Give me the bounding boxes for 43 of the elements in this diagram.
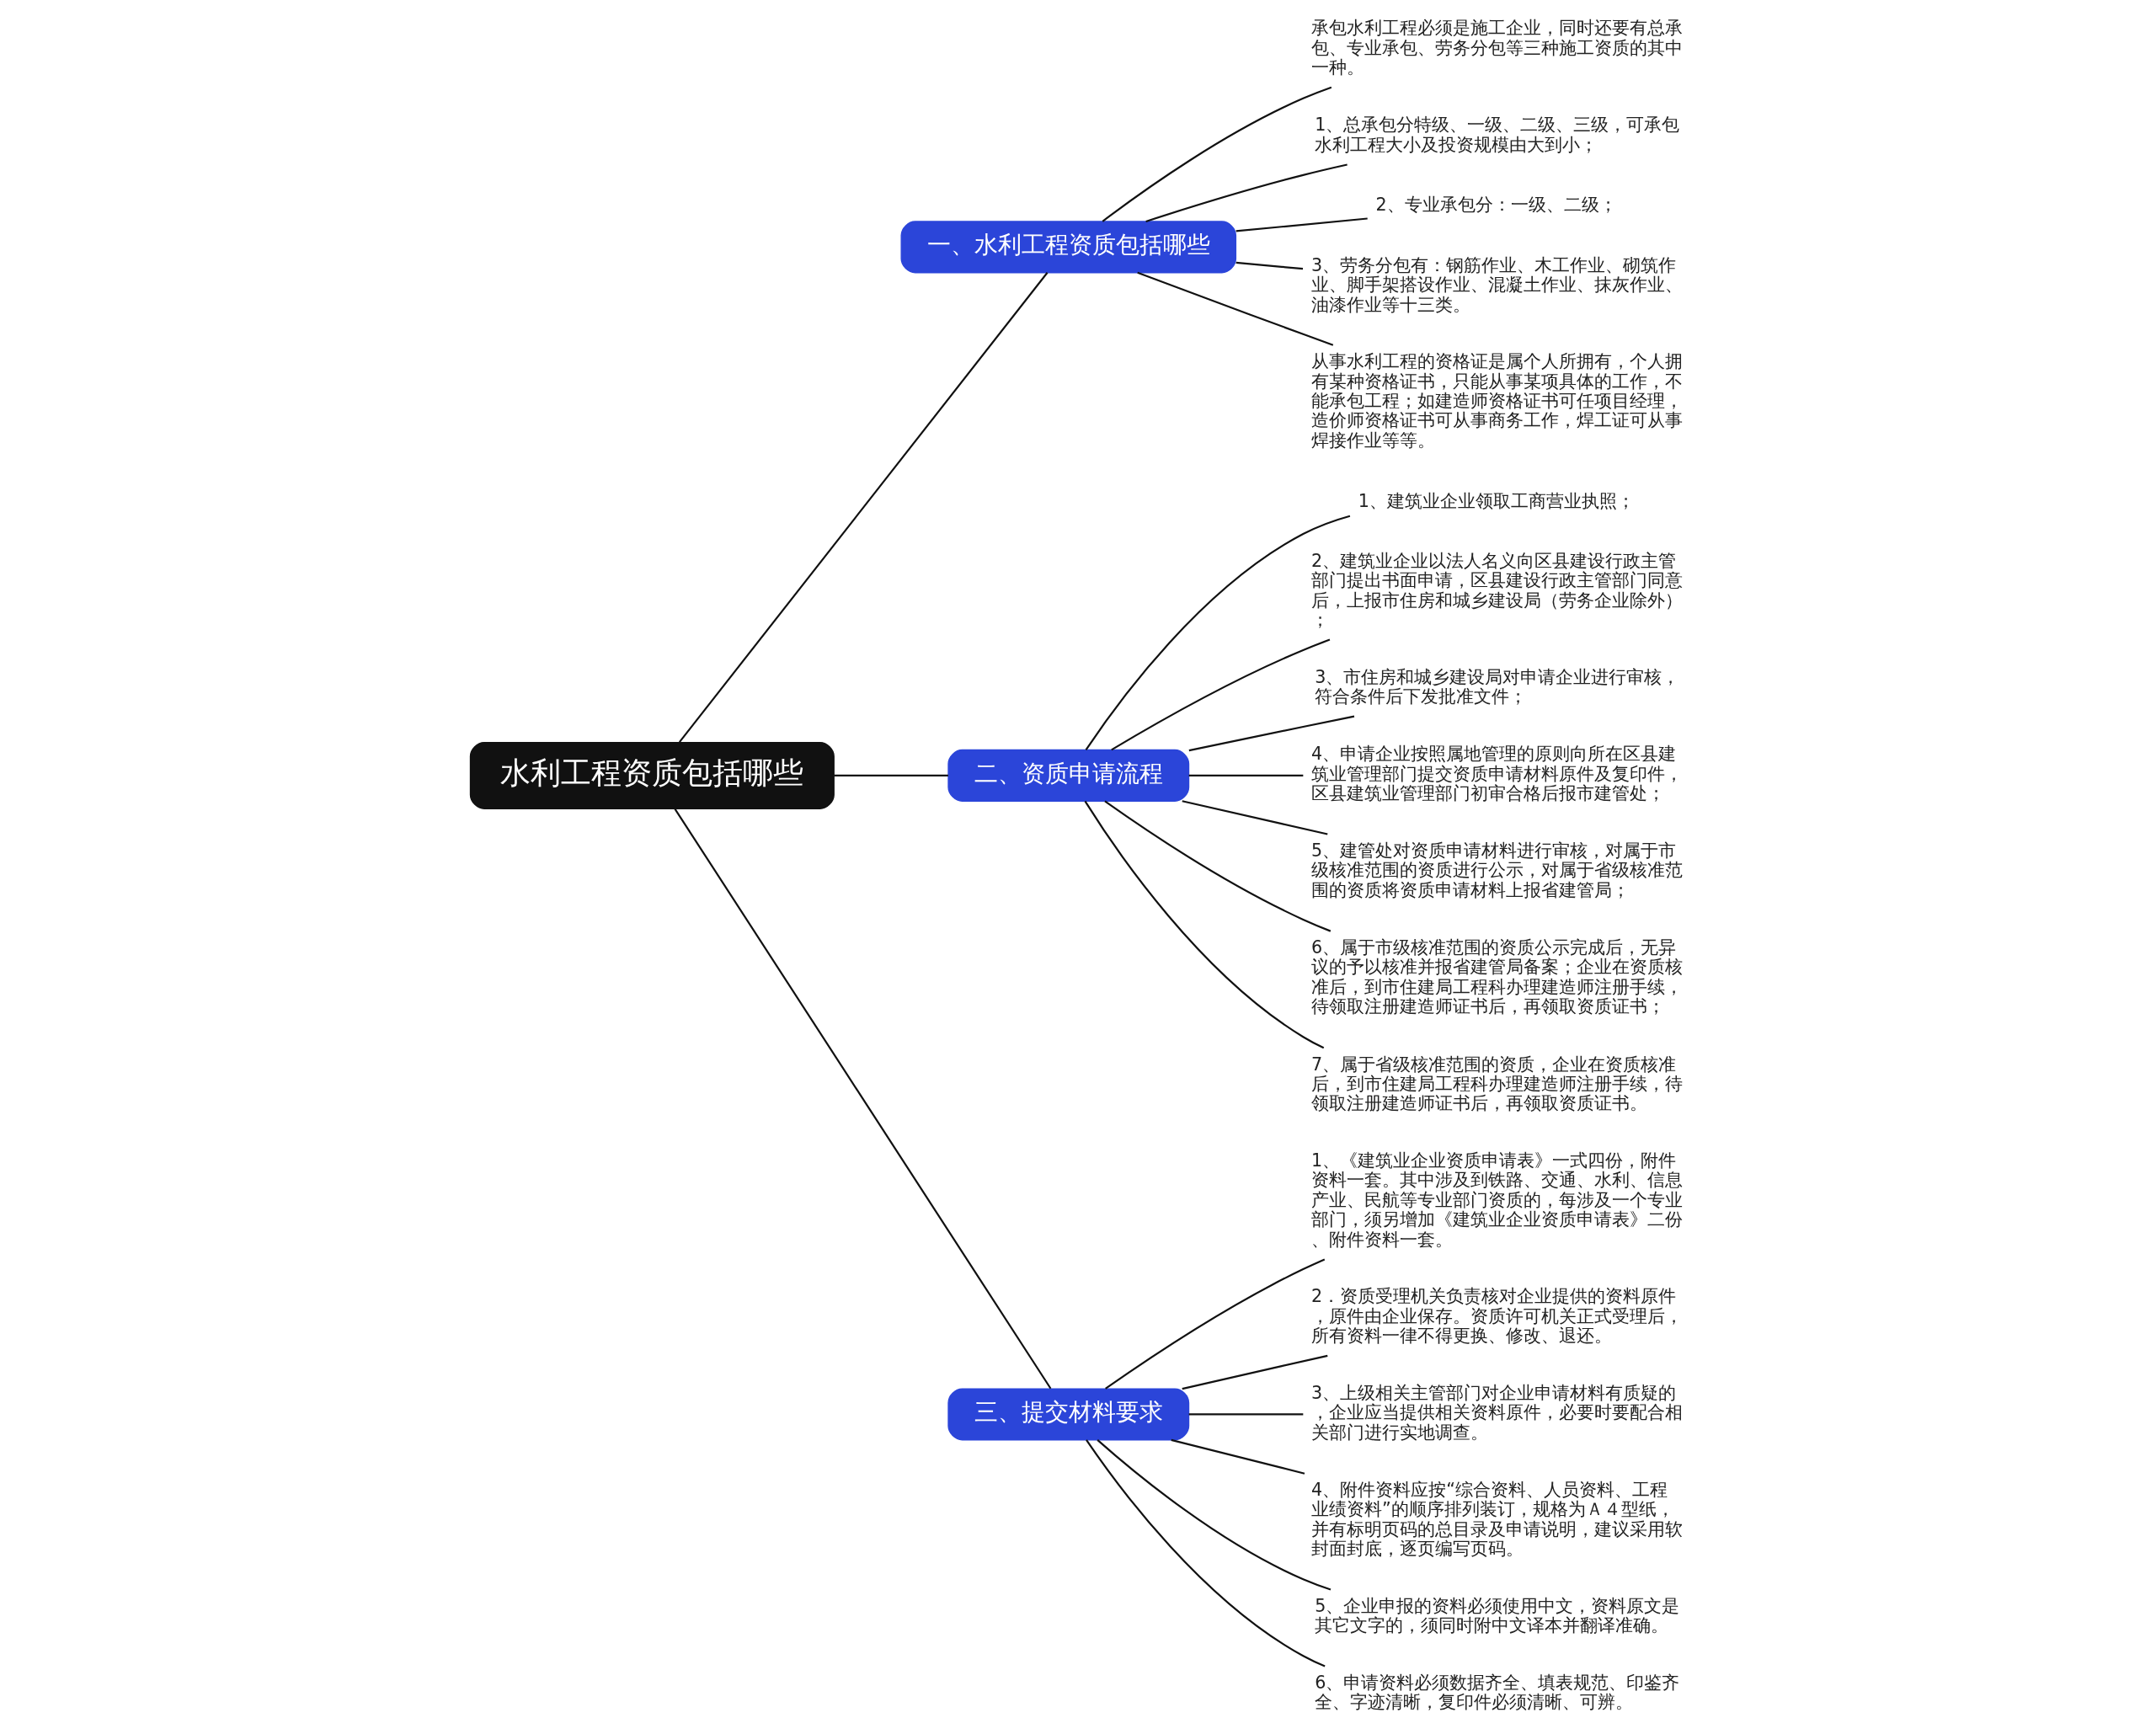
connector — [1084, 800, 1324, 1049]
connector — [1182, 1354, 1328, 1390]
node-text: 1、总承包分特级、一级、二级、三级，可承包水利工程大小及投资规模由大到小； — [1314, 115, 1679, 155]
node-text: 1、建筑业企业领取工商营业执照； — [1358, 490, 1635, 511]
node-text: 4、申请企业按照属地管理的原则向所在区县建筑业管理部门提交资质申请材料原件及复印件，区县建筑业管理部门初审合格后报市建管处； — [1310, 744, 1683, 804]
node-text: 7、属于省级核准范围的资质，企业在资质核准后，到市住建局工程科办理建造师注册手续，待领取注册建造师证书后，再领取资质证书。 — [1310, 1054, 1683, 1114]
node-text: 3、上级相关主管部门对企业申请材料有质疑的，企业应当提供相关资料原件，必要时要配合相关部门进行实地调查。 — [1310, 1382, 1683, 1443]
node-text: 承包水利工程必须是施工企业，同时还要有总承包、专业承包、劳务分包等三种施工资质的其中一种。 — [1310, 18, 1683, 78]
node-text: 3、市住房和城乡建设局对申请企业进行审核，符合条件后下发批准文件； — [1314, 666, 1679, 707]
connector — [1096, 1439, 1331, 1591]
node-box: 一、水利工程资质包括哪些 — [900, 221, 1236, 274]
connector — [1235, 217, 1368, 232]
node-text: 5、建管处对资质申请材料进行审核，对属于市级核准范围的资质进行公示，对属于省级核准范围的资质将资质申请材料上报省建管局； — [1310, 840, 1683, 900]
node-text: 3、劳务分包有：钢筋作业、木工作业、砌筑作业、脚手架搭设作业、混凝土作业、抹灰作业、油漆作业等十三类。 — [1310, 254, 1683, 315]
node-text: 6、申请资料必须数据齐全、填表规范、印鉴齐全、字迹清晰，复印件必须清晰、可辨。 — [1314, 1672, 1679, 1713]
connector — [1110, 638, 1330, 751]
connector — [1145, 163, 1348, 222]
connector — [1188, 774, 1303, 776]
node-text: 6、属于市级核准范围的资质公示完成后，无异议的予以核准并报省建管局备案；企业在资质核准后，到市住建局工程科办理建造师注册手续，待领取注册建造师证书后，再领取资质证书； — [1310, 936, 1683, 1017]
node-box: 水利工程资质包括哪些 — [469, 741, 835, 809]
node-text: 2．资质受理机关负责核对企业提供的资料原件，原件由企业保存。资质许可机关正式受理后，所有资料一律不得更换、修改、退还。 — [1310, 1286, 1683, 1347]
node-text: 2、建筑业企业以法人名义向区县建设行政主管部门提出书面申请，区县建设行政主管部门同意后，上报市住房和城乡建设局（劳务企业除外）； — [1310, 550, 1683, 630]
connector — [1085, 515, 1350, 751]
node-text: 从事水利工程的资格证是属个人所拥有，个人拥有某种资格证书，只能从事某项具体的工作，不能承包工程；如建造师资格证书可任项目经理，造价师资格证书可从事商务工作，焊工证可从事焊接作业等等。 — [1310, 351, 1683, 451]
connector — [1170, 1438, 1305, 1475]
connector — [1188, 715, 1354, 752]
connector — [833, 774, 948, 776]
connector — [1182, 800, 1328, 835]
connector — [1103, 800, 1331, 932]
node-text: 2、专业承包分：一级、二级； — [1375, 194, 1617, 215]
connector — [678, 272, 1048, 743]
connector — [674, 808, 1051, 1390]
node-text: 4、附件资料应按“综合资料、人员资料、工程业绩资料”的顺序排列装订，规格为Ａ４型纸，并有标明页码的总目录及申请说明，建议采用软封面封底，逐页编写页码。 — [1310, 1479, 1683, 1560]
connector — [1085, 1439, 1326, 1667]
connector — [1235, 261, 1303, 270]
node-box: 三、提交材料要求 — [947, 1388, 1189, 1441]
node-text: 1、《建筑业企业资质申请表》一式四份，附件资料一套。其中涉及到铁路、交通、水利、信息产业、民航等专业部门资质的，每涉及一个专业部门，须另增加《建筑业企业资质申请表》二份、附件资料一套。 — [1310, 1150, 1683, 1250]
connector — [1188, 1413, 1303, 1416]
node-text: 5、企业申报的资料必须使用中文，资料原文是其它文字的，须同时附中文译本并翻译准确。 — [1314, 1595, 1679, 1636]
connector — [1136, 271, 1333, 346]
node-box: 二、资质申请流程 — [947, 749, 1189, 802]
connector — [1104, 1258, 1325, 1390]
connector — [1102, 86, 1331, 222]
